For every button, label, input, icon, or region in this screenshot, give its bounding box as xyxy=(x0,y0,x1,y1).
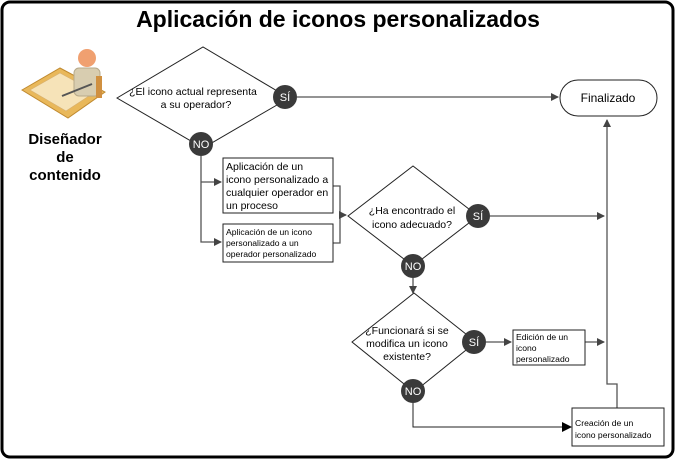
svg-text:existente?: existente? xyxy=(383,351,431,363)
no-badge xyxy=(189,132,213,156)
svg-text:Aplicación de un icono: Aplicación de un icono xyxy=(226,227,312,237)
svg-text:¿Ha encontrado el: ¿Ha encontrado el xyxy=(369,205,455,217)
actor-label: Diseñador de contenido xyxy=(28,131,102,184)
svg-text:SÍ: SÍ xyxy=(469,336,480,349)
svg-text:a su operador?: a su operador? xyxy=(161,99,232,111)
svg-text:Creación de un: Creación de un xyxy=(575,418,634,428)
svg-text:icono adecuado?: icono adecuado? xyxy=(372,219,452,231)
svg-text:modifica un icono: modifica un icono xyxy=(366,338,448,350)
svg-text:icono personalizado: icono personalizado xyxy=(575,430,652,440)
svg-text:de: de xyxy=(56,149,74,166)
svg-text:Finalizado: Finalizado xyxy=(581,91,636,105)
svg-text:icono personalizado a: icono personalizado a xyxy=(226,174,328,186)
process-apply-any-operator: Aplicación de un icono personalizado a c… xyxy=(222,157,334,214)
svg-text:operador personalizado: operador personalizado xyxy=(226,249,317,259)
yes-badge xyxy=(273,85,297,109)
decision-found-icon: ¿Ha encontrado el icono adecuado? SÍ NO xyxy=(347,165,490,278)
svg-text:NO: NO xyxy=(193,139,210,151)
decision-modify-existing: ¿Funcionará si se modifica un icono exis… xyxy=(351,292,486,403)
diagram-title: Aplicación de iconos personalizados xyxy=(136,6,540,32)
no-badge xyxy=(401,254,425,278)
svg-text:Diseñador: Diseñador xyxy=(28,131,102,148)
process-apply-custom-operator: Aplicación de un icono personalizado a u… xyxy=(222,223,334,263)
svg-text:¿El icono actual representa: ¿El icono actual representa xyxy=(129,86,257,98)
svg-text:NO: NO xyxy=(405,261,422,273)
svg-text:NO: NO xyxy=(405,386,422,398)
svg-text:un proceso: un proceso xyxy=(226,200,278,212)
yes-badge xyxy=(462,330,486,354)
designer-at-drafting-table-icon xyxy=(21,49,106,119)
svg-text:SÍ: SÍ xyxy=(280,91,291,104)
svg-text:SÍ: SÍ xyxy=(473,210,484,223)
process-edit-icon: Edición de un icono personalizado xyxy=(512,329,586,366)
terminal-finalizado: Finalizado xyxy=(559,79,658,117)
svg-text:personalizado: personalizado xyxy=(516,354,570,364)
yes-badge xyxy=(466,204,490,228)
svg-text:Edición de un: Edición de un xyxy=(516,332,568,342)
svg-text:contenido: contenido xyxy=(29,167,101,184)
svg-text:icono: icono xyxy=(516,343,537,353)
decision-icon-represents-operator: ¿El icono actual representa a su operado… xyxy=(116,46,297,156)
connectors xyxy=(200,93,618,432)
svg-text:cualquier operador en: cualquier operador en xyxy=(226,187,328,199)
no-badge xyxy=(401,379,425,403)
svg-text:personalizado a un: personalizado a un xyxy=(226,238,299,248)
process-create-icon: Creación de un icono personalizado xyxy=(571,407,665,447)
svg-text:¿Funcionará si se: ¿Funcionará si se xyxy=(365,325,449,337)
svg-text:Aplicación de un: Aplicación de un xyxy=(226,161,303,173)
